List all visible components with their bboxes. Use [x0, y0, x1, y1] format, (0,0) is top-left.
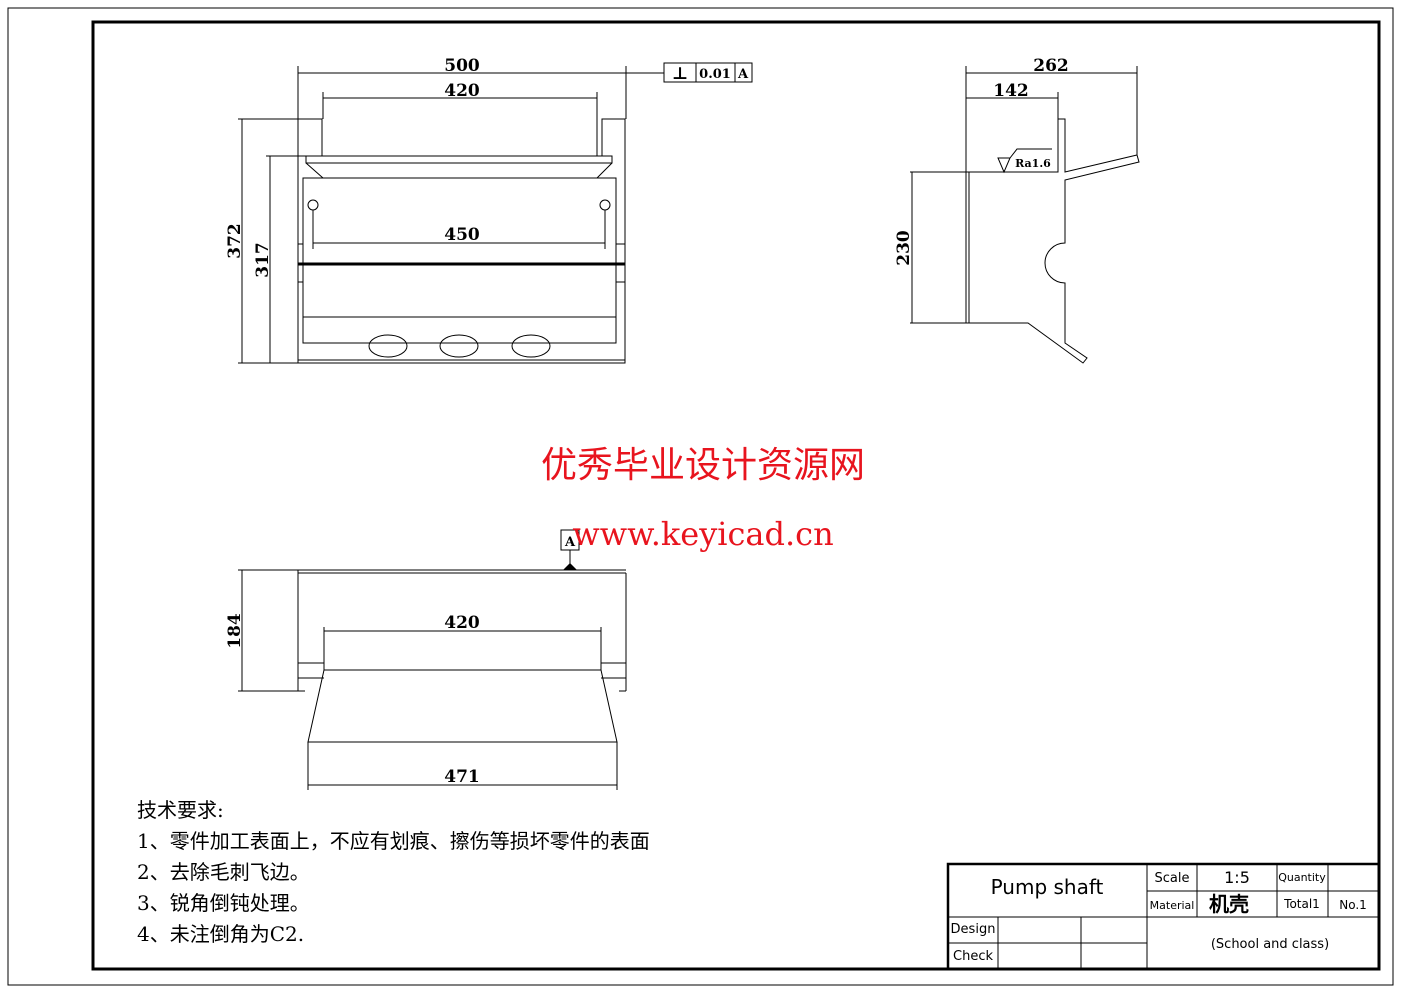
dim-420: 420 — [444, 81, 480, 101]
quantity-label: Quantity — [1278, 871, 1326, 884]
roughness-symbol — [997, 148, 1052, 174]
material-label: Material — [1150, 899, 1195, 912]
dim-372: 372 — [225, 223, 245, 259]
bottom-view: A 420 184 471 — [225, 529, 627, 790]
requirement-item: 1、零件加工表面上，不应有划痕、擦伤等损坏零件的表面 — [137, 829, 650, 853]
dim-500: 500 — [444, 56, 480, 76]
requirement-item: 2、去除毛刺飞边。 — [137, 860, 310, 884]
drawing-frame — [91, 20, 1381, 971]
total-label: Total1 — [1283, 897, 1320, 911]
school-class: (School and class) — [1211, 937, 1329, 952]
side-view: 262 142 230 Ra1.6 — [894, 56, 1140, 364]
dim-450: 450 — [444, 225, 480, 245]
title-block: Pump shaft Scale 1:5 Quantity Material 机… — [946, 862, 1379, 969]
technical-requirements: 技术要求: 1、零件加工表面上，不应有划痕、擦伤等损坏零件的表面 2、去除毛刺飞… — [137, 798, 650, 946]
dim-317: 317 — [253, 242, 273, 278]
dim-471: 471 — [444, 767, 480, 787]
scale-value: 1:5 — [1224, 868, 1250, 887]
dim-184: 184 — [225, 613, 245, 649]
watermark-url: www.keyicad.cn — [572, 515, 833, 553]
tolerance-value: 0.01 — [699, 67, 731, 82]
requirement-item: 3、锐角倒钝处理。 — [137, 891, 310, 915]
scale-label: Scale — [1155, 871, 1190, 886]
material-value: 机壳 — [1209, 892, 1249, 916]
part-name: Pump shaft — [991, 875, 1104, 899]
tolerance-frame — [663, 62, 753, 83]
tolerance-datum: A — [737, 67, 749, 82]
dim-420-bottom: 420 — [444, 613, 480, 633]
dim-230: 230 — [894, 230, 914, 266]
requirement-item: 4、未注倒角为C2. — [137, 922, 304, 946]
dim-142: 142 — [993, 81, 1029, 101]
perpendicularity-symbol: ⊥ — [672, 64, 688, 84]
dim-262: 262 — [1033, 56, 1069, 76]
requirements-heading: 技术要求: — [137, 798, 224, 822]
roughness-value: Ra1.6 — [1015, 157, 1051, 170]
design-label: Design — [951, 922, 996, 937]
drawing-number: No.1 — [1339, 898, 1367, 912]
front-view: 500 420 450 372 317 ⊥ 0.01 A — [225, 56, 753, 364]
datum-label: A — [564, 535, 576, 550]
sheet-border — [7, 7, 1394, 986]
check-label: Check — [953, 949, 993, 964]
watermark-title: 优秀毕业设计资源网 — [541, 445, 865, 486]
